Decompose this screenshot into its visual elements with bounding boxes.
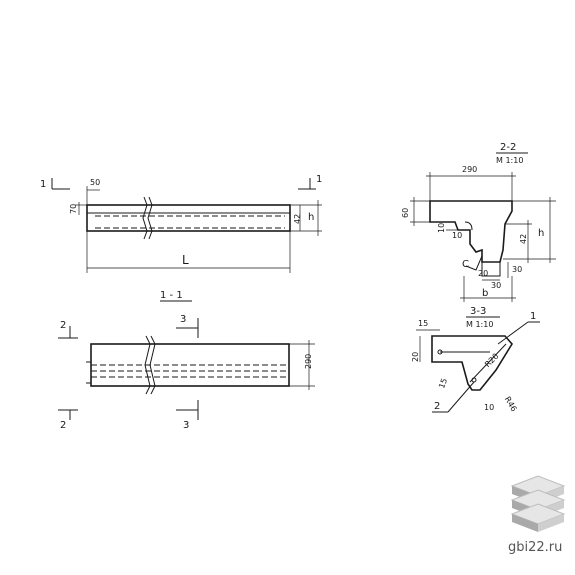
section-mark-left: 1 xyxy=(40,179,46,190)
dim-length: L xyxy=(182,253,189,267)
stack-icon xyxy=(510,475,566,532)
dim-top-offset: 50 xyxy=(90,178,100,187)
bottom-flange xyxy=(481,250,501,277)
section-3-3: 3-3 М 1:10 15 20 15 R20 R46 10 1 2 xyxy=(411,306,540,413)
callout-2: 2 xyxy=(434,401,440,412)
section-mark-3-bottom: 3 xyxy=(183,420,189,431)
section-mark-2-bottom: 2 xyxy=(60,420,66,431)
break-line xyxy=(142,196,148,240)
break-line xyxy=(144,335,151,395)
dim-30b: 30 xyxy=(491,281,501,290)
watermark-logo: gbi22.ru xyxy=(508,475,566,555)
rebar-dot xyxy=(437,349,443,355)
break-line xyxy=(147,196,153,240)
dim-right-a: 42 xyxy=(293,214,302,224)
dim-15a: 15 xyxy=(418,319,428,328)
plan-title: 1 - 1 xyxy=(160,290,183,301)
section-2-2-scale: М 1:10 xyxy=(496,156,523,165)
chamfer-c xyxy=(465,255,483,271)
dim-width-top: 290 xyxy=(462,165,477,174)
dim-c: C xyxy=(462,259,469,270)
callout-leader-1 xyxy=(497,321,529,345)
dim-h: h xyxy=(538,228,544,239)
dim-10b: 10 xyxy=(452,231,462,240)
dim-left-60: 60 xyxy=(401,208,410,218)
plan-view: 1 - 1 290 2 2 3 3 xyxy=(58,290,315,431)
callout-leader-2 xyxy=(447,381,475,413)
dim-42: 42 xyxy=(519,234,528,244)
callout-1: 1 xyxy=(530,311,536,322)
section-3-3-title: 3-3 xyxy=(470,306,486,317)
dim-width: 290 xyxy=(304,354,313,369)
profile-outline xyxy=(431,335,513,391)
dim-left-height: 70 xyxy=(69,204,78,214)
beam-body xyxy=(86,204,291,232)
section-2-2-title: 2-2 xyxy=(500,142,516,153)
dim-30a: 30 xyxy=(512,265,522,274)
dim-b: b xyxy=(482,288,488,299)
fillet xyxy=(464,221,473,231)
dim-20: 20 xyxy=(478,269,488,278)
dim-10: 10 xyxy=(484,403,494,412)
dim-right-b: h xyxy=(308,212,314,223)
break-line xyxy=(149,335,156,395)
section-mark-2-top: 2 xyxy=(60,320,66,331)
dim-15b: 15 xyxy=(437,377,449,390)
section-2-2: 2-2 М 1:10 290 60 10 10 42 h C 20 30 xyxy=(401,142,556,302)
rebar-dot xyxy=(471,377,477,383)
rebar-line-diag xyxy=(469,343,507,383)
section-3-3-scale: М 1:10 xyxy=(466,320,493,329)
watermark-text: gbi22.ru xyxy=(508,540,562,555)
dim-r46: R46 xyxy=(503,395,519,413)
dim-10a: 10 xyxy=(437,223,446,233)
section-mark-3-top: 3 xyxy=(180,314,186,325)
elevation-view: 1 1 50 70 42 h L xyxy=(40,174,322,273)
end-stub xyxy=(86,361,91,384)
section-mark-right: 1 xyxy=(316,174,322,185)
dim-20: 20 xyxy=(411,352,420,362)
